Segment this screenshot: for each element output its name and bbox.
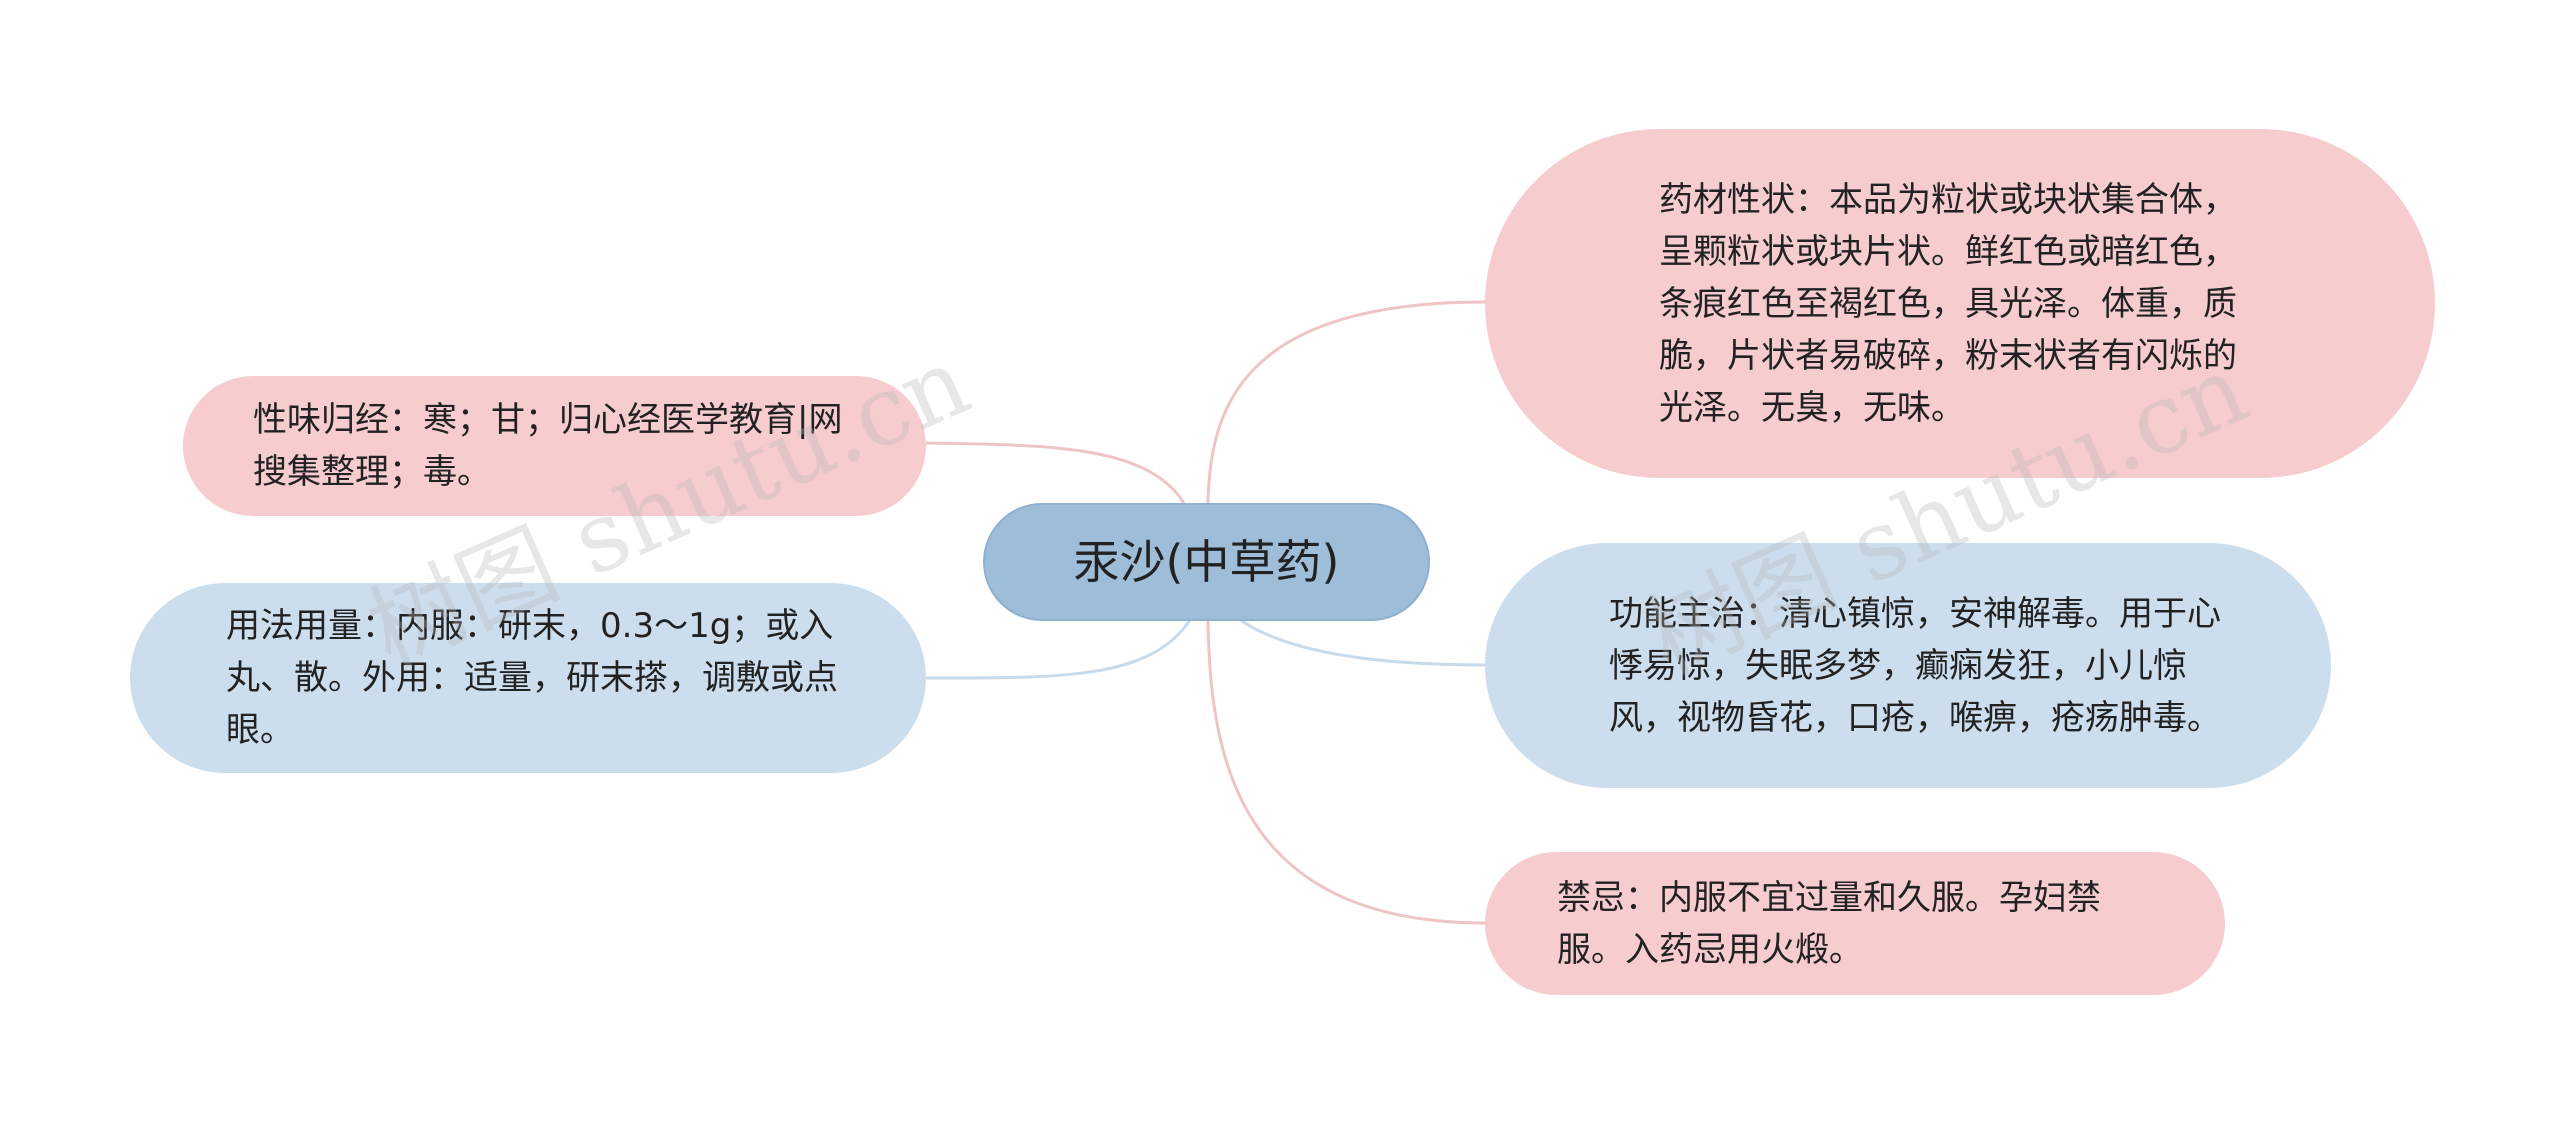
connector-property <box>1206 300 1486 504</box>
branch-nature-text: 性味归经：寒；甘；归心经医学教育|网搜集整理；毒。 <box>253 400 843 492</box>
root-label: 汞沙(中草药) <box>1073 535 1340 589</box>
root-node[interactable]: 汞沙(中草药) <box>983 503 1430 621</box>
branch-property-node[interactable]: 药材性状：本品为粒状或块状集合体，呈颗粒状或块片状。鲜红色或暗红色，条痕红色至褐… <box>1485 129 2435 478</box>
branch-function-text: 功能主治：清心镇惊，安神解毒。用于心悸易惊，失眠多梦，癫痫发狂，小儿惊风，视物昏… <box>1609 593 2221 738</box>
branch-property-text: 药材性状：本品为粒状或块状集合体，呈颗粒状或块片状。鲜红色或暗红色，条痕红色至褐… <box>1659 179 2237 428</box>
branch-usage-text: 用法用量：内服：研末，0.3～1g；或入丸、散。外用：适量，研末搽，调敷或点眼。 <box>226 606 838 750</box>
connector-usage <box>925 619 1192 680</box>
branch-taboo-node[interactable]: 禁忌：内服不宜过量和久服。孕妇禁服。入药忌用火煅。 <box>1485 852 2225 995</box>
branch-usage-node[interactable]: 用法用量：内服：研末，0.3～1g；或入丸、散。外用：适量，研末搽，调敷或点眼。 <box>130 583 926 773</box>
connector-taboo <box>1206 620 1486 925</box>
branch-nature-node[interactable]: 性味归经：寒；甘；归心经医学教育|网搜集整理；毒。 <box>183 376 926 516</box>
connector-function <box>1226 608 1486 667</box>
connector-nature <box>925 441 1187 506</box>
branch-function-node[interactable]: 功能主治：清心镇惊，安神解毒。用于心悸易惊，失眠多梦，癫痫发狂，小儿惊风，视物昏… <box>1485 543 2331 788</box>
branch-taboo-text: 禁忌：内服不宜过量和久服。孕妇禁服。入药忌用火煅。 <box>1557 877 2101 970</box>
